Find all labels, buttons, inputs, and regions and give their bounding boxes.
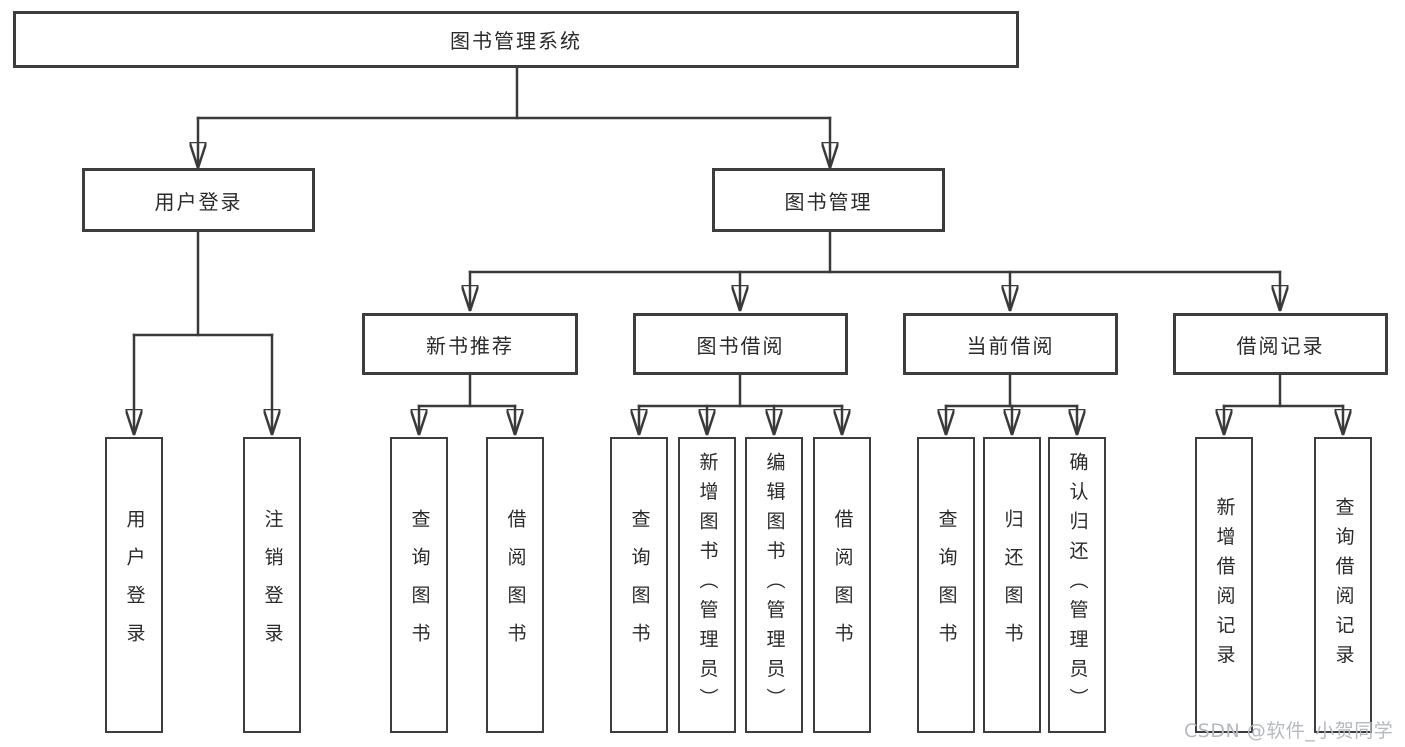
edges-root-to-level2 (198, 66, 830, 169)
node-label: 新书推荐 (426, 333, 514, 358)
leaf-edit-book-admin: 编辑图书（管理员） (745, 437, 803, 733)
leaf-borrow-books: 借阅图书 (813, 437, 871, 733)
node-library-management-system: 图书管理系统 (13, 11, 1019, 68)
leaf-logout: 注销登录 (243, 437, 301, 733)
node-label: 当前借阅 (966, 333, 1055, 358)
node-label: 图书管理 (784, 189, 873, 214)
leaf-return-book: 归还图书 (983, 437, 1041, 733)
node-book-management: 图书管理 (712, 168, 945, 232)
edges-new-book-recommend-children (419, 373, 515, 436)
node-new-book-recommend: 新书推荐 (362, 313, 578, 375)
leaf-label: 查询图书 (408, 509, 431, 661)
leaf-label: 查询图书 (628, 509, 651, 661)
leaf-add-book-admin: 新增图书（管理员） (678, 437, 736, 733)
edges-borrow-records-children (1224, 373, 1343, 436)
edges-user-login-children (134, 230, 272, 436)
leaf-label: 确认归还（管理员） (1066, 452, 1089, 718)
edges-current-borrow-children (946, 373, 1077, 436)
leaf-add-borrow-record: 新增借阅记录 (1195, 437, 1253, 733)
node-label: 图书管理系统 (450, 29, 582, 53)
leaf-borrow-books-recommend: 借阅图书 (486, 437, 544, 733)
leaf-label: 用户登录 (123, 509, 146, 661)
node-borrow-records: 借阅记录 (1173, 313, 1388, 375)
leaf-query-borrow-record: 查询借阅记录 (1314, 437, 1372, 733)
leaf-label: 注销登录 (261, 509, 284, 661)
leaf-query-books-current: 查询图书 (917, 437, 975, 733)
leaf-label: 编辑图书（管理员） (763, 452, 786, 718)
leaf-label: 新增借阅记录 (1213, 496, 1236, 674)
leaf-query-books-recommend: 查询图书 (390, 437, 448, 733)
node-user-login: 用户登录 (82, 168, 315, 232)
leaf-confirm-return-admin: 确认归还（管理员） (1048, 437, 1106, 733)
leaf-label: 查询图书 (935, 509, 958, 661)
leaf-query-books-borrow: 查询图书 (610, 437, 668, 733)
leaf-label: 查询借阅记录 (1332, 496, 1355, 674)
node-current-borrow: 当前借阅 (903, 313, 1118, 375)
leaf-label: 借阅图书 (831, 509, 854, 661)
leaf-label: 新增图书（管理员） (696, 452, 719, 718)
csdn-watermark: CSDN @软件_小贺同学 (1184, 720, 1394, 742)
node-label: 借阅记录 (1236, 333, 1325, 358)
leaf-label: 归还图书 (1001, 509, 1024, 661)
leaf-user-login: 用户登录 (105, 437, 163, 733)
node-label: 用户登录 (154, 189, 243, 214)
node-label: 图书借阅 (696, 333, 785, 358)
edges-book-borrow-children (639, 373, 842, 436)
node-book-borrow: 图书借阅 (633, 313, 848, 375)
leaf-label: 借阅图书 (504, 509, 527, 661)
edges-book-management-children (470, 230, 1280, 312)
